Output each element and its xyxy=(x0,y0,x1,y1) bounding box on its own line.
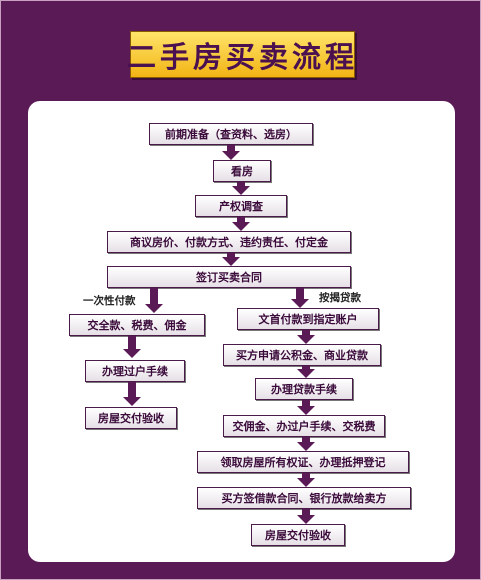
page-title: 二手房买卖流程 xyxy=(127,31,355,78)
step-negotiate: 商议房价、付款方式、违约责任、付定金 xyxy=(107,231,351,253)
step-mortgage-6: 买方签借款合同、银行放款给卖方 xyxy=(197,487,411,509)
arrow-icon xyxy=(297,330,315,344)
step-prep: 前期准备（查资料、选房） xyxy=(149,123,313,145)
step-mortgage-4: 交佣金、办过户手续、交税费 xyxy=(223,415,385,437)
arrow-icon xyxy=(222,145,240,160)
step-mortgage-7: 房屋交付验收 xyxy=(251,524,345,546)
step-survey: 产权调查 xyxy=(195,195,287,217)
step-view: 看房 xyxy=(213,160,271,182)
arrow-icon xyxy=(123,336,141,358)
arrow-icon xyxy=(297,366,315,378)
arrow-icon xyxy=(297,400,315,415)
arrow-icon xyxy=(222,253,240,266)
step-mortgage-3: 办理贷款手续 xyxy=(255,378,353,400)
step-mortgage-5: 领取房屋所有权证、办理抵押登记 xyxy=(197,451,409,473)
step-mortgage-1: 文首付款到指定账户 xyxy=(237,308,379,330)
branch-label-mortgage: 按揭贷款 xyxy=(319,292,361,304)
arrow-icon xyxy=(297,509,315,524)
branch-label-full-payment: 一次性付款 xyxy=(83,295,136,307)
arrow-icon xyxy=(232,217,250,231)
step-mortgage-2: 买方申请公积金、商业贷款 xyxy=(223,344,381,366)
step-full-payment-3: 房屋交付验收 xyxy=(85,407,177,429)
arrow-icon xyxy=(297,473,315,487)
arrow-icon xyxy=(145,288,163,313)
arrow-icon xyxy=(297,437,315,451)
arrow-icon xyxy=(291,288,309,308)
arrow-icon xyxy=(123,382,141,406)
arrow-icon xyxy=(232,182,250,195)
step-contract: 签订买卖合同 xyxy=(107,266,351,288)
step-full-payment-1: 交全款、税费、佣金 xyxy=(69,314,205,336)
step-full-payment-2: 办理过户手续 xyxy=(85,360,185,382)
